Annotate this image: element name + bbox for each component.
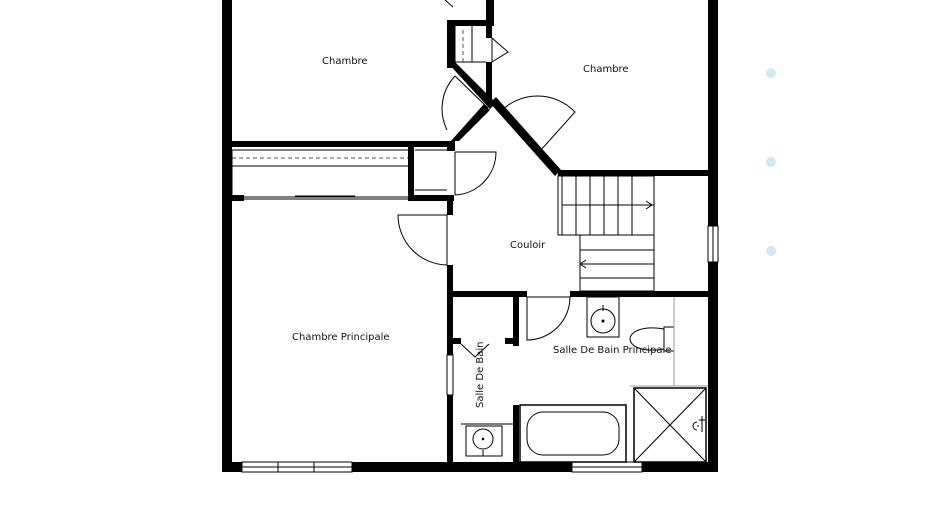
- outer-walls: [222, 0, 718, 472]
- room-label-salle-de-bain-principale: Salle De Bain Principale: [553, 345, 671, 356]
- top-closet: [454, 26, 486, 63]
- shower-icon: [633, 387, 707, 463]
- stair-arrow-icon: [562, 200, 653, 210]
- marker-icon[interactable]: [766, 246, 776, 256]
- sink-icon: [586, 296, 620, 338]
- wardrobe: [231, 149, 447, 200]
- room-label-couloir: Couloir: [510, 240, 546, 251]
- master-bath-fixtures: [519, 296, 708, 463]
- small-bath-fixtures: [461, 423, 513, 457]
- room-label-chambre-right: Chambre: [583, 64, 629, 75]
- marker-icon[interactable]: [766, 68, 776, 78]
- stair-arrow-icon: [579, 259, 654, 269]
- diagonal-walls: [447, 62, 561, 176]
- camera-markers: [766, 68, 776, 256]
- bathtub-icon: [519, 404, 627, 463]
- staircase: [557, 175, 655, 292]
- room-label-salle-de-bain: Salle De Bain: [475, 342, 486, 409]
- sink-icon: [465, 425, 503, 457]
- room-labels: Chambre Chambre Couloir Chambre Principa…: [292, 56, 671, 408]
- room-label-chambre-principale: Chambre Principale: [292, 332, 390, 343]
- room-label-chambre-left: Chambre: [322, 56, 368, 67]
- door-swing-icon: [397, 0, 576, 358]
- marker-icon[interactable]: [766, 157, 776, 167]
- window-icon: [241, 225, 719, 473]
